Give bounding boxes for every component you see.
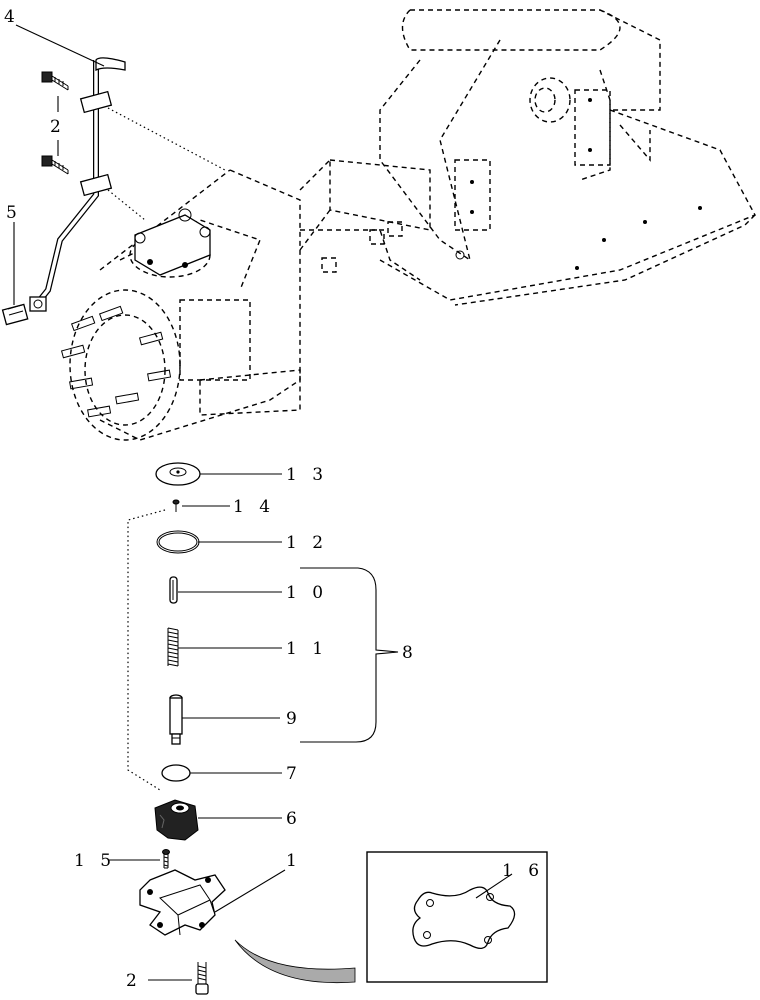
callout-13: 1 3 <box>286 465 328 485</box>
callout-8: 8 <box>402 643 418 663</box>
callout-2-top: 2 <box>50 117 66 137</box>
callout-4: 4 <box>4 7 20 27</box>
plunger <box>169 694 183 745</box>
callout-15: 1 5 <box>74 851 116 871</box>
callout-14: 1 4 <box>233 497 275 517</box>
pin <box>169 576 178 604</box>
group-bracket <box>300 567 399 743</box>
callout-11: 1 1 <box>286 639 328 659</box>
callout-12: 1 2 <box>286 533 328 553</box>
callout-5: 5 <box>6 203 22 223</box>
valve-screw <box>162 849 170 869</box>
o-ring <box>161 764 191 782</box>
detail-inset <box>234 851 548 984</box>
alignment-line-upper <box>107 107 226 171</box>
guard-plate <box>139 869 226 936</box>
sensor-connector <box>1 296 47 326</box>
sensor-bracket <box>37 57 126 302</box>
bracket-bolt-lower <box>41 155 69 175</box>
bracket-bolt-upper <box>41 71 69 91</box>
callout-16: 1 6 <box>502 861 544 881</box>
chassis-frame <box>299 9 756 306</box>
callout-labels: 4 2 5 1 3 1 4 1 2 1 0 1 1 8 9 7 6 1 5 1 … <box>4 7 544 991</box>
retaining-ring <box>156 530 200 554</box>
cover-plate <box>155 462 201 486</box>
spring <box>167 627 179 667</box>
leader-lines <box>13 24 513 981</box>
callout-7: 7 <box>286 764 302 784</box>
callout-6: 6 <box>286 809 302 829</box>
wheel-studs <box>60 305 172 418</box>
guard-bolt <box>195 962 209 995</box>
callout-10: 1 0 <box>286 583 328 603</box>
callout-1: 1 <box>286 851 302 871</box>
small-screw <box>172 499 180 512</box>
stack-alignment-line <box>127 509 166 791</box>
callout-2-bottom: 2 <box>126 971 142 991</box>
callout-9: 9 <box>286 709 302 729</box>
alignment-line-lower <box>107 189 146 221</box>
valve-body <box>154 799 199 841</box>
axle-hub-assembly <box>60 169 301 441</box>
